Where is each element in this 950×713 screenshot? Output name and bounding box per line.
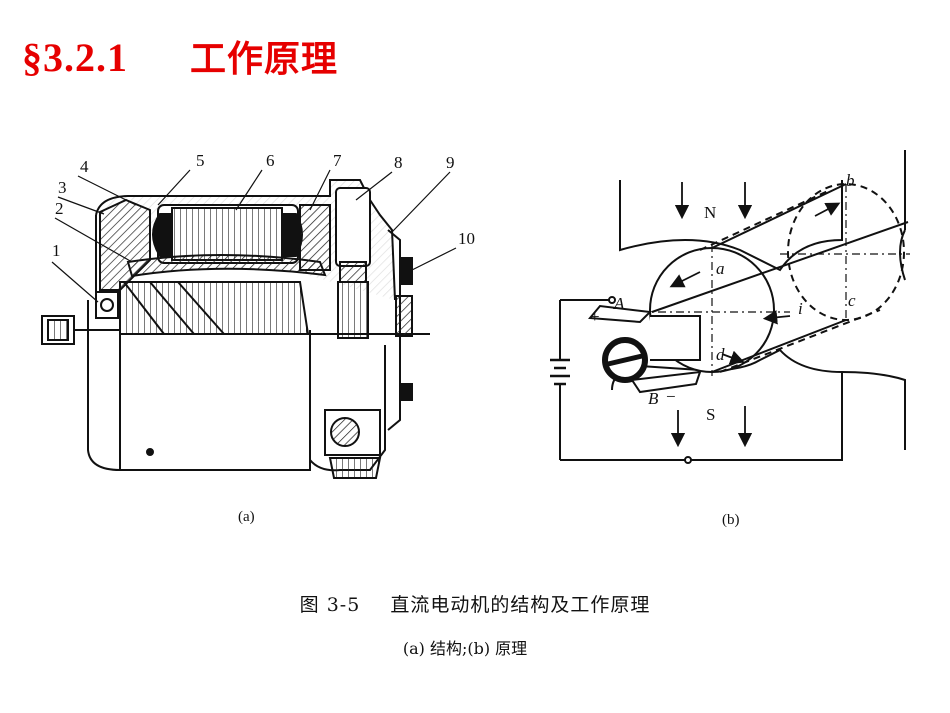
part-number-labels: 1 2 3 4 5 6 7 8 9 10 bbox=[52, 151, 475, 260]
part-number-3: 3 bbox=[58, 178, 67, 197]
south-pole-label: S bbox=[706, 405, 715, 424]
section-number: §3.2.1 bbox=[22, 35, 128, 80]
slide-title: §3.2.1 工作原理 bbox=[22, 30, 338, 82]
part-number-7: 7 bbox=[333, 151, 342, 170]
figure-a-label: (a) bbox=[238, 509, 255, 525]
part-number-10: 10 bbox=[458, 229, 475, 248]
part-number-1: 1 bbox=[52, 241, 61, 260]
minus-sign: − bbox=[666, 387, 676, 406]
plus-sign: + bbox=[590, 307, 600, 326]
part-number-6: 6 bbox=[266, 151, 275, 170]
coil-label-c: c bbox=[848, 291, 856, 310]
part-number-8: 8 bbox=[394, 153, 403, 172]
part-number-9: 9 bbox=[446, 153, 455, 172]
figure-number: 图 3-5 bbox=[299, 594, 361, 616]
figure-b-label: (b) bbox=[722, 512, 740, 528]
current-label: i bbox=[798, 299, 803, 318]
north-pole-label: N bbox=[704, 203, 716, 222]
motor-principle-drawing bbox=[550, 150, 910, 464]
part-number-5: 5 bbox=[196, 151, 205, 170]
part-number-4: 4 bbox=[80, 157, 89, 176]
part-number-2: 2 bbox=[55, 199, 64, 218]
brush-label-b: B bbox=[648, 389, 659, 408]
section-title: 工作原理 bbox=[190, 39, 339, 80]
brush-label-a: A bbox=[613, 294, 625, 313]
coil-label-b: b bbox=[846, 171, 855, 190]
principle-labels: N S a b c d A B + − i bbox=[590, 171, 856, 424]
figure-caption: 图 3-5 直流电动机的结构及工作原理 bbox=[0, 590, 950, 617]
motor-structure-drawing bbox=[41, 169, 457, 479]
coil-label-d: d bbox=[716, 345, 725, 364]
figure-caption-text: 直流电动机的结构及工作原理 bbox=[390, 594, 651, 616]
figure-subcaption: (a) 结构;(b) 原理 bbox=[402, 639, 528, 658]
coil-label-a: a bbox=[716, 259, 725, 278]
